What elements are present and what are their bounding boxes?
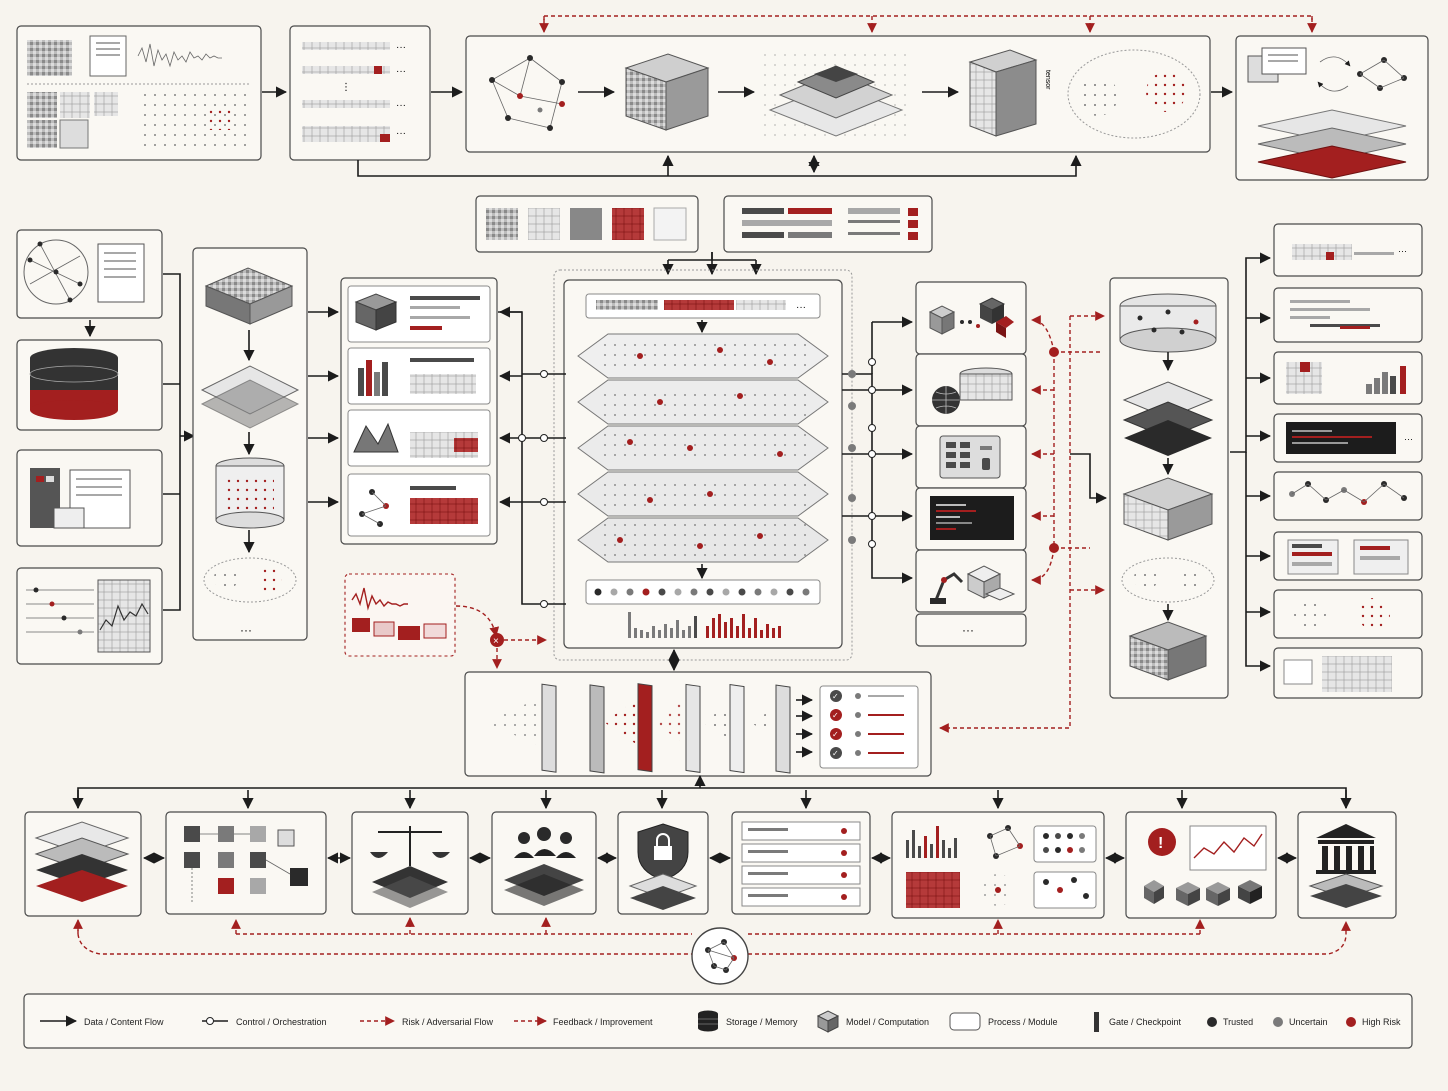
tool-modules: ··· [915,281,1027,647]
legend-risk: Risk / Adversarial Flow [402,1017,494,1027]
gate-icon [1094,1012,1099,1032]
central-input-bars [723,195,933,253]
top-token-box: ··· ··· ⋮ ··· ··· [289,25,431,161]
legend-process: Process / Module [988,1017,1058,1027]
svg-text:✓: ✓ [832,730,839,739]
svg-text:tensor: tensor [1044,70,1051,90]
svg-text:···: ··· [396,100,406,111]
svg-text:···: ··· [396,42,406,53]
legend-high-risk: High Risk [1362,1017,1401,1027]
legend-feedback: Feedback / Improvement [553,1017,653,1027]
adversarial-input-box [344,573,456,657]
central-model: ··· [553,269,853,661]
legend-data-flow: Data / Content Flow [84,1017,164,1027]
governance-row: ! [24,811,1397,919]
legend-trusted: Trusted [1223,1017,1253,1027]
legend-model: Model / Computation [846,1017,929,1027]
preprocessing-column: ··· [192,247,308,641]
feedback-hub [691,927,749,985]
svg-text:···: ··· [396,128,406,139]
svg-text:✓: ✓ [832,692,839,701]
top-output-box [1235,35,1429,181]
high-risk-dot-icon [1346,1017,1356,1027]
input-timeseries [16,567,163,665]
storage-icon [698,1010,718,1032]
gate-pipeline: ✓ ✓ ✓ ✓ [464,671,932,777]
input-graph-docs [16,229,163,319]
legend-gate: Gate / Checkpoint [1109,1017,1182,1027]
svg-text:···: ··· [1404,434,1413,444]
input-documents [16,449,163,547]
legend-control: Control / Orchestration [236,1017,327,1027]
legend: Data / Content Flow Control / Orchestrat… [23,993,1413,1049]
process-box-icon [949,1012,981,1031]
uncertain-dot-icon [1273,1017,1283,1027]
svg-text:···: ··· [796,302,806,313]
trusted-dot-icon [1207,1017,1217,1027]
svg-text:···: ··· [240,623,252,637]
output-column: ··· ··· [1273,223,1423,699]
top-pipeline-box: tensor [465,35,1211,153]
svg-text:···: ··· [396,66,406,77]
memory-column [1109,277,1229,699]
svg-text:⋮: ⋮ [341,82,351,93]
svg-text:✓: ✓ [832,749,839,758]
central-input-tiles [475,195,699,253]
svg-text:···: ··· [1398,246,1407,256]
blocked-x-icon [490,633,504,647]
legend-storage: Storage / Memory [726,1017,798,1027]
svg-text:···: ··· [962,623,974,637]
model-cube-icon [816,1010,840,1033]
transformer-layers [577,333,829,563]
svg-text:×: × [493,636,499,647]
legend-uncertain: Uncertain [1289,1017,1328,1027]
svg-text:!: ! [1158,835,1163,852]
svg-text:✓: ✓ [832,711,839,720]
embedding-modules [340,277,498,545]
top-source-box [16,25,262,161]
input-database [16,339,163,431]
